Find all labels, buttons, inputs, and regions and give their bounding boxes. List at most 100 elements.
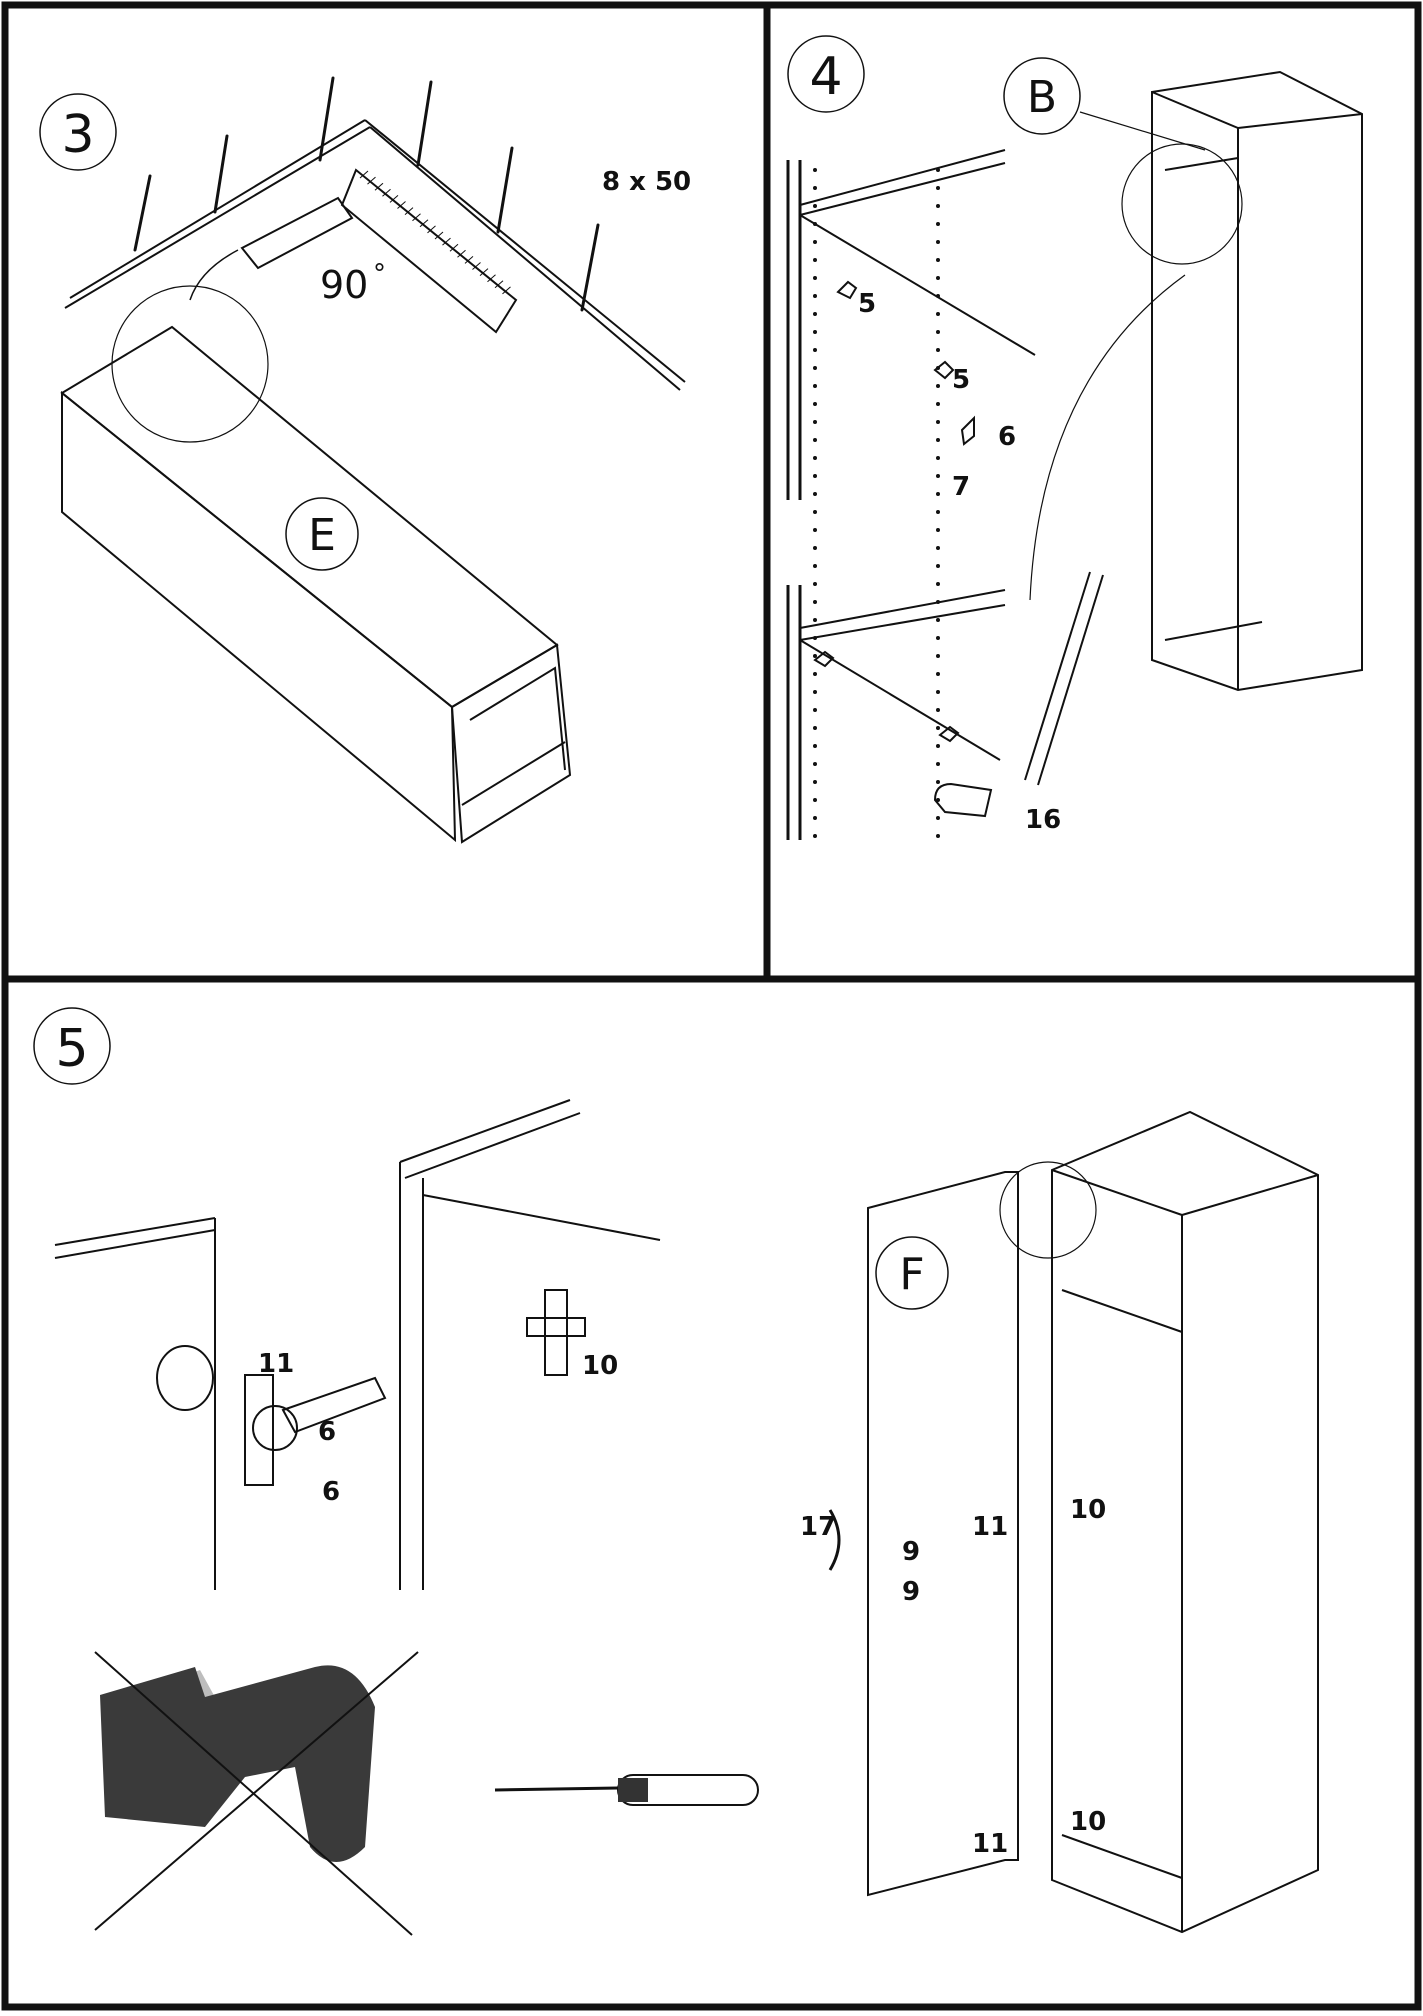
- scale-tick: [434, 231, 444, 240]
- shelf-hole: [813, 816, 817, 820]
- shelf-hole: [813, 510, 817, 514]
- shelf-support-icon: [813, 280, 993, 818]
- shelf-hole: [813, 834, 817, 838]
- shelf-hole: [813, 636, 817, 640]
- panel-letter: B: [1027, 72, 1057, 123]
- shelf-hole: [813, 312, 817, 316]
- shelf-hole: [813, 672, 817, 676]
- shelf-hole: [936, 384, 940, 388]
- part-number: 7: [952, 472, 970, 502]
- scale-tick: [487, 274, 496, 283]
- part-number: 9: [902, 1577, 920, 1607]
- shelf-hole: [936, 600, 940, 604]
- shelf-hole: [813, 438, 817, 442]
- shelf-upper: [799, 149, 1036, 356]
- shelf-hole: [936, 258, 940, 262]
- shelf-hole: [936, 348, 940, 352]
- step-number: 5: [55, 1019, 88, 1079]
- scale-tick: [479, 268, 489, 276]
- door-panel-detail: [54, 1217, 216, 1590]
- shelf-hole: [813, 798, 817, 802]
- shelf-hole: [936, 564, 940, 568]
- shelf-hole: [813, 348, 817, 352]
- scale-tick: [359, 170, 369, 179]
- step-number-badge: [39, 93, 117, 171]
- scale-tick: [412, 213, 421, 222]
- shelf-hole: [936, 204, 940, 208]
- nails-icon: [133, 76, 600, 312]
- shelf-hole: [936, 690, 940, 694]
- step-number-badge: [787, 35, 865, 113]
- shelf-hole: [936, 456, 940, 460]
- shelf-hole: [936, 726, 940, 730]
- cabinet-door: [828, 1171, 1019, 1897]
- shelf-hole: [813, 690, 817, 694]
- shelf-hole: [936, 420, 940, 424]
- hanging-rail-icon: [1024, 571, 1104, 786]
- shelf-hole: [936, 816, 940, 820]
- shelf-hole: [813, 258, 817, 262]
- part-number: 6: [322, 1477, 340, 1507]
- square-tool-icon: [240, 168, 518, 334]
- part-number: 16: [1025, 805, 1061, 835]
- nails-quantity-label: 8 x 50: [602, 167, 691, 197]
- shelf-hole: [813, 384, 817, 388]
- shelf-hole: [813, 186, 817, 190]
- panel-letter: E: [308, 510, 336, 561]
- step-number-badge: [33, 1007, 111, 1085]
- scale-tick: [427, 225, 436, 234]
- detail-pointer-arrow: [189, 249, 239, 301]
- part-number: 6: [998, 422, 1016, 452]
- shelf-hole: [813, 528, 817, 532]
- part-number: 17: [800, 1512, 836, 1542]
- part-number: 5: [858, 289, 876, 319]
- shelf-hole: [936, 708, 940, 712]
- part-number: 10: [582, 1351, 618, 1381]
- shelf-hole: [813, 222, 817, 226]
- panel-letter-badge: [285, 497, 359, 571]
- part-number: 11: [972, 1512, 1008, 1542]
- shelf-hole: [936, 168, 940, 172]
- square-tool-scale: [359, 170, 511, 295]
- shelf-hole: [936, 618, 940, 622]
- scale-tick: [502, 286, 511, 295]
- scale-tick: [457, 249, 466, 258]
- detail-pointer-arrow: [1029, 274, 1186, 601]
- scale-tick: [419, 219, 429, 228]
- part-number: 11: [972, 1829, 1008, 1859]
- shelf-hole: [813, 294, 817, 298]
- panel-letter-badge: [1003, 57, 1081, 135]
- shelf-hole: [936, 672, 940, 676]
- panel-letter: F: [899, 1249, 924, 1300]
- cross-out-line: [94, 1651, 419, 1931]
- tall-cabinet-open: [1051, 1110, 1319, 1934]
- shelf-lower: [799, 589, 1006, 761]
- detail-magnifier-circle: [1121, 143, 1243, 265]
- scale-tick: [472, 262, 481, 270]
- shelf-hole: [936, 312, 940, 316]
- shelf-hole: [813, 168, 817, 172]
- scale-tick: [389, 195, 399, 203]
- shelf-hole: [936, 744, 940, 748]
- shelf-hole: [813, 726, 817, 730]
- shelf-hole: [813, 276, 817, 280]
- scale-tick: [404, 207, 414, 215]
- shelf-hole: [936, 636, 940, 640]
- scale-tick: [382, 188, 391, 197]
- scale-tick: [374, 182, 384, 191]
- cabinet-box-lying: [60, 325, 572, 844]
- shelf-hole: [936, 330, 940, 334]
- shelf-hole: [813, 204, 817, 208]
- tall-cabinet-frame: [1151, 70, 1363, 692]
- shelf-hole: [813, 474, 817, 478]
- shelf-hole: [813, 744, 817, 748]
- shelf-hole: [813, 618, 817, 622]
- step-4-panel: 4 B 5 5: [786, 35, 1363, 840]
- part-number: 11: [258, 1349, 294, 1379]
- shelf-hole: [936, 438, 940, 442]
- shelf-hole: [936, 186, 940, 190]
- angle-label: 90: [320, 263, 368, 307]
